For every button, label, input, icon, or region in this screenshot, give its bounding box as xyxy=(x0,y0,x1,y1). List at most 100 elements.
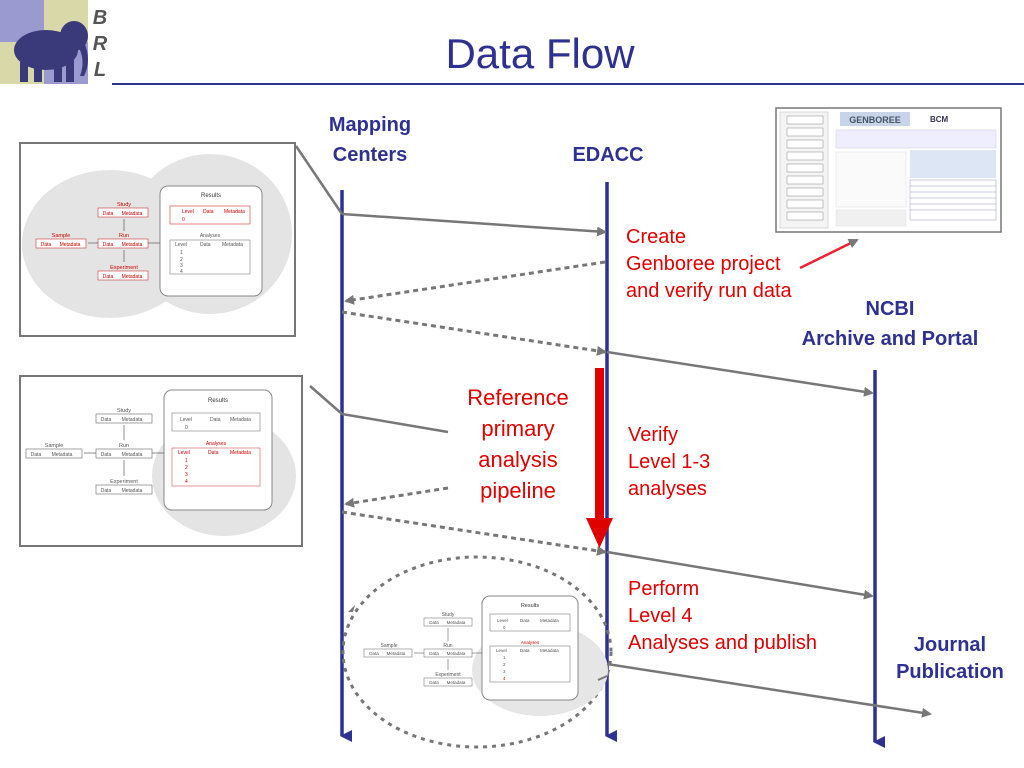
data-label: Data xyxy=(101,488,112,494)
metadata-label: Metadata xyxy=(122,242,143,248)
level-1: 1 xyxy=(180,250,183,256)
annotation-line: Create xyxy=(626,226,687,248)
level-4: 4 xyxy=(503,676,506,681)
header-rule xyxy=(112,83,1024,85)
level-2: 2 xyxy=(185,465,188,471)
pipeline-arrow xyxy=(586,368,613,548)
annotation-line: analyses xyxy=(628,478,707,500)
analyses-label: Analyses xyxy=(200,233,221,239)
results-label: Results xyxy=(208,398,228,404)
lane-label-line: Mapping xyxy=(328,114,412,136)
data-label: Data xyxy=(429,620,439,625)
lane-label-journal: Journal Publication xyxy=(880,632,1020,686)
level-3: 3 xyxy=(180,263,183,269)
metadata-label: Metadata xyxy=(230,417,251,423)
experiment-label: Experiment xyxy=(435,672,461,678)
annotation-line: primary xyxy=(481,416,555,441)
annotation-line: Level 1-3 xyxy=(628,451,711,473)
annotation-line: and verify run data xyxy=(626,280,792,302)
sample-label: Sample xyxy=(52,233,71,239)
lane-label-ncbi: NCBI Archive and Portal xyxy=(770,294,1010,354)
metadata-label: Metadata xyxy=(540,618,559,623)
logo-letter-r: R xyxy=(93,33,108,55)
level-2: 2 xyxy=(503,662,506,667)
page-title: Data Flow xyxy=(445,30,635,77)
data-label: Data xyxy=(429,651,439,656)
experiment-label: Experiment xyxy=(110,479,138,485)
data-label: Data xyxy=(369,651,379,656)
lane-label-mapping-centers: Mapping Centers xyxy=(300,110,440,170)
elephant-icon xyxy=(14,21,88,82)
flow-arrow-to-ncbi-1 xyxy=(606,350,874,397)
study-label: Study xyxy=(442,612,455,618)
level-3: 3 xyxy=(503,669,506,674)
annotation-line: pipeline xyxy=(480,478,556,503)
lane-label-line: Publication xyxy=(896,661,1004,683)
run-label: Run xyxy=(119,443,129,449)
annotation-line: Genboree project xyxy=(626,253,781,275)
study-label: Study xyxy=(117,408,131,414)
logo-letter-b: B xyxy=(93,7,107,29)
level-label: Level xyxy=(180,417,192,423)
level-label: Level xyxy=(182,209,194,215)
annotation-pipeline: Reference primary analysis pipeline xyxy=(448,382,588,506)
data-label: Data xyxy=(31,452,42,458)
bcm-label: BCM xyxy=(930,115,949,124)
level-label: Level xyxy=(175,242,187,248)
panel-2-connector xyxy=(341,412,449,434)
flow-arrow-stub xyxy=(597,675,608,681)
metadata-label: Metadata xyxy=(387,651,406,656)
metadata-label: Metadata xyxy=(122,488,143,494)
metadata-label: Metadata xyxy=(222,242,243,248)
data-label: Data xyxy=(429,680,439,685)
level-0: 0 xyxy=(185,425,188,431)
data-label: Data xyxy=(41,242,52,248)
annotation-line: Level 4 xyxy=(628,605,693,627)
data-label: Data xyxy=(520,618,530,623)
annotation-line: Analyses and publish xyxy=(628,632,818,654)
data-label: Data xyxy=(101,417,112,423)
schema-panel-3: Results Level Data Metadata 0 Analyses L… xyxy=(341,555,613,749)
lane-label-edacc: EDACC xyxy=(572,144,644,166)
metadata-label: Metadata xyxy=(447,651,466,656)
flow-arrow-to-journal xyxy=(606,662,932,718)
flow-arrow-submit-1 xyxy=(341,212,607,237)
metadata-label: Metadata xyxy=(447,680,466,685)
analyses-label: Analyses xyxy=(206,441,227,447)
logo-letter-l: L xyxy=(94,59,106,81)
level-0: 0 xyxy=(182,217,185,223)
analyses-label: Analyses xyxy=(521,640,540,645)
data-label: Data xyxy=(103,274,114,280)
flow-arrow-return-2 xyxy=(344,486,449,508)
level-label: Level xyxy=(496,648,507,653)
results-label: Results xyxy=(201,193,221,199)
schema-panel-2: Results Level Data Metadata 0 Analyses L… xyxy=(19,375,303,547)
level-4: 4 xyxy=(180,269,183,275)
level-label: Level xyxy=(178,450,190,456)
panel-1-connector xyxy=(294,145,344,215)
experiment-label: Experiment xyxy=(110,265,138,271)
lane-label-line: NCBI xyxy=(865,298,915,320)
level-4: 4 xyxy=(185,479,188,485)
annotation-line: Perform xyxy=(628,578,700,600)
flow-arrow-dotted-2 xyxy=(341,310,607,356)
annotation-line: Reference xyxy=(467,385,569,410)
metadata-label: Metadata xyxy=(230,450,251,456)
data-label: Data xyxy=(200,242,211,248)
data-label: Data xyxy=(208,450,219,456)
data-label: Data xyxy=(101,452,112,458)
flow-arrow-dotted-3 xyxy=(341,510,607,556)
level-1: 1 xyxy=(503,655,506,660)
brl-logo: B R L xyxy=(0,0,108,84)
data-label: Data xyxy=(210,417,221,423)
metadata-label: Metadata xyxy=(122,274,143,280)
metadata-label: Metadata xyxy=(447,620,466,625)
metadata-label: Metadata xyxy=(224,209,245,215)
sample-label: Sample xyxy=(45,443,64,449)
data-label: Data xyxy=(103,242,114,248)
run-label: Run xyxy=(443,643,452,649)
level-2: 2 xyxy=(180,257,183,263)
results-label: Results xyxy=(521,603,540,609)
annotation-perform: Perform Level 4 Analyses and publish xyxy=(628,576,817,657)
